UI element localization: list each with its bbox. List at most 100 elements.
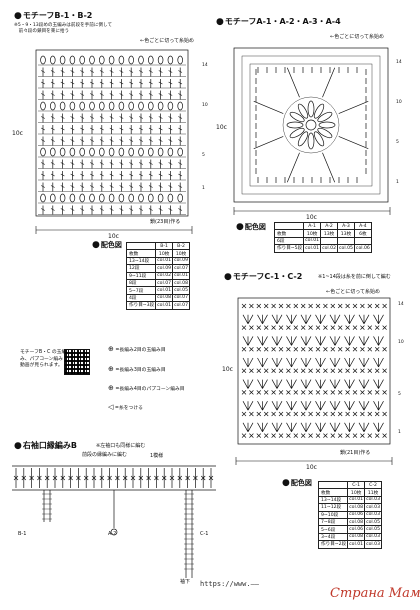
stitch-crossbar	[109, 139, 114, 142]
motif-a-row-label-1: 1	[396, 180, 399, 185]
motif-b-note-line-1: ※5・9・13段めの玉編みは前段を手前に倒して	[14, 23, 113, 28]
stitch-crossbar	[41, 185, 45, 188]
puff-stitch-mark	[148, 147, 154, 157]
stitch-crossbar	[168, 127, 173, 131]
single-crochet-mark	[374, 346, 380, 352]
single-crochet-mark	[286, 368, 291, 374]
puff-stitch-mark	[138, 193, 144, 203]
motif-b-width-dim: 10c	[108, 233, 119, 240]
single-crochet-mark	[286, 346, 291, 352]
single-crochet-mark	[249, 303, 254, 309]
puff-stitch-mark	[50, 101, 56, 111]
single-crochet-mark	[278, 411, 284, 417]
stitch-crossbar	[70, 162, 75, 165]
fan-stitch-mark	[300, 379, 312, 389]
table-cell: 10枚	[303, 229, 322, 238]
fan-stitch-mark	[242, 357, 254, 368]
table-cell: 5~6段	[317, 525, 349, 534]
single-crochet-mark	[249, 390, 254, 395]
fan-stitch-mark	[286, 379, 297, 389]
stitch-crossbar	[178, 139, 183, 142]
sleeve-cross-mark	[193, 475, 198, 481]
fan-stitch-mark	[271, 357, 283, 368]
stitch-crossbar	[158, 93, 163, 96]
fan-stitch-mark	[344, 379, 355, 389]
stitch-crossbar	[70, 139, 75, 142]
stitch-crossbar	[70, 116, 75, 119]
stitch-crossbar	[80, 81, 85, 85]
corner-spoke-mark	[253, 136, 284, 150]
table-cell: 6段	[273, 236, 305, 246]
puff-stitch-mark	[99, 55, 105, 65]
stitch-crossbar	[129, 162, 134, 165]
stitch-crossbar	[80, 139, 85, 142]
triangle-marker-icon: ●	[14, 11, 22, 21]
table-cell: 枚数	[125, 249, 157, 258]
table-cell: 3~4段	[317, 532, 349, 542]
corner-spoke-mark	[322, 67, 336, 98]
motif-b-title: ●モチーフB-1・B-2	[14, 11, 93, 21]
puff-stitch-mark	[157, 147, 164, 157]
fan-stitch-mark	[358, 401, 370, 411]
table-cell: 枚数	[317, 488, 349, 497]
single-crochet-mark	[249, 325, 254, 330]
puff-3-icon: ⊕	[108, 365, 114, 373]
single-crochet-mark	[241, 346, 247, 352]
source-url[interactable]: https://www.——	[200, 580, 260, 588]
single-crochet-mark	[330, 325, 336, 330]
stitch-crossbar	[129, 116, 134, 119]
table-cell: 9~11段	[125, 271, 157, 280]
single-crochet-mark	[263, 368, 269, 374]
fan-stitch-mark	[271, 401, 283, 411]
stitch-crossbar	[80, 185, 85, 188]
puff-stitch-mark	[59, 101, 66, 111]
petal-mark	[286, 121, 304, 129]
sleeve-chart	[12, 465, 216, 578]
fan-stitch-mark	[286, 314, 297, 324]
single-crochet-mark	[337, 411, 343, 417]
stitch-crossbar	[178, 173, 183, 177]
magic-ring-mark	[305, 119, 317, 131]
stitch-crossbar	[70, 93, 75, 96]
stitch-crossbar	[139, 185, 143, 188]
stitch-crossbar	[129, 185, 134, 188]
puff-stitch-mark	[138, 55, 144, 65]
fan-stitch-mark	[373, 422, 384, 432]
fan-stitch-mark	[286, 357, 297, 368]
single-crochet-mark	[315, 433, 321, 438]
motif-b-chart	[35, 49, 189, 217]
stitch-crossbar	[50, 173, 55, 177]
sleeve-cross-mark	[169, 475, 175, 481]
motif-a-table-title: ●配色図	[236, 222, 266, 232]
stitch-crossbar	[148, 139, 153, 142]
table-cell: col.01	[347, 540, 366, 549]
watermark-logo: Страна Мам	[330, 586, 420, 601]
single-crochet-mark	[337, 368, 343, 374]
single-crochet-mark	[330, 346, 336, 352]
single-crochet-mark	[352, 411, 358, 417]
single-crochet-mark	[271, 411, 276, 417]
single-crochet-mark	[323, 346, 328, 352]
petal-mark	[297, 103, 309, 119]
motif-a-row-label-10: 10	[396, 100, 402, 105]
table-header-cell: B-1	[155, 241, 174, 251]
puff-stitch-mark	[99, 101, 105, 111]
table-cell: 8段	[125, 278, 157, 288]
single-crochet-mark	[293, 411, 299, 417]
sleeve-label-a2: A-2	[108, 531, 117, 537]
table-cell: col.06	[347, 510, 366, 519]
single-crochet-mark	[256, 346, 262, 352]
stitch-crossbar	[148, 116, 153, 119]
table-cell: col.08	[347, 532, 366, 542]
single-crochet-mark	[345, 411, 350, 417]
stitch-crossbar	[90, 173, 94, 177]
table-cell: 13枚	[320, 229, 338, 238]
bullet-icon: ●	[282, 478, 290, 488]
puff-stitch-mark	[148, 193, 154, 203]
stitch-crossbar	[41, 116, 45, 119]
table-cell	[353, 236, 372, 246]
stitch-crossbar	[119, 93, 124, 96]
